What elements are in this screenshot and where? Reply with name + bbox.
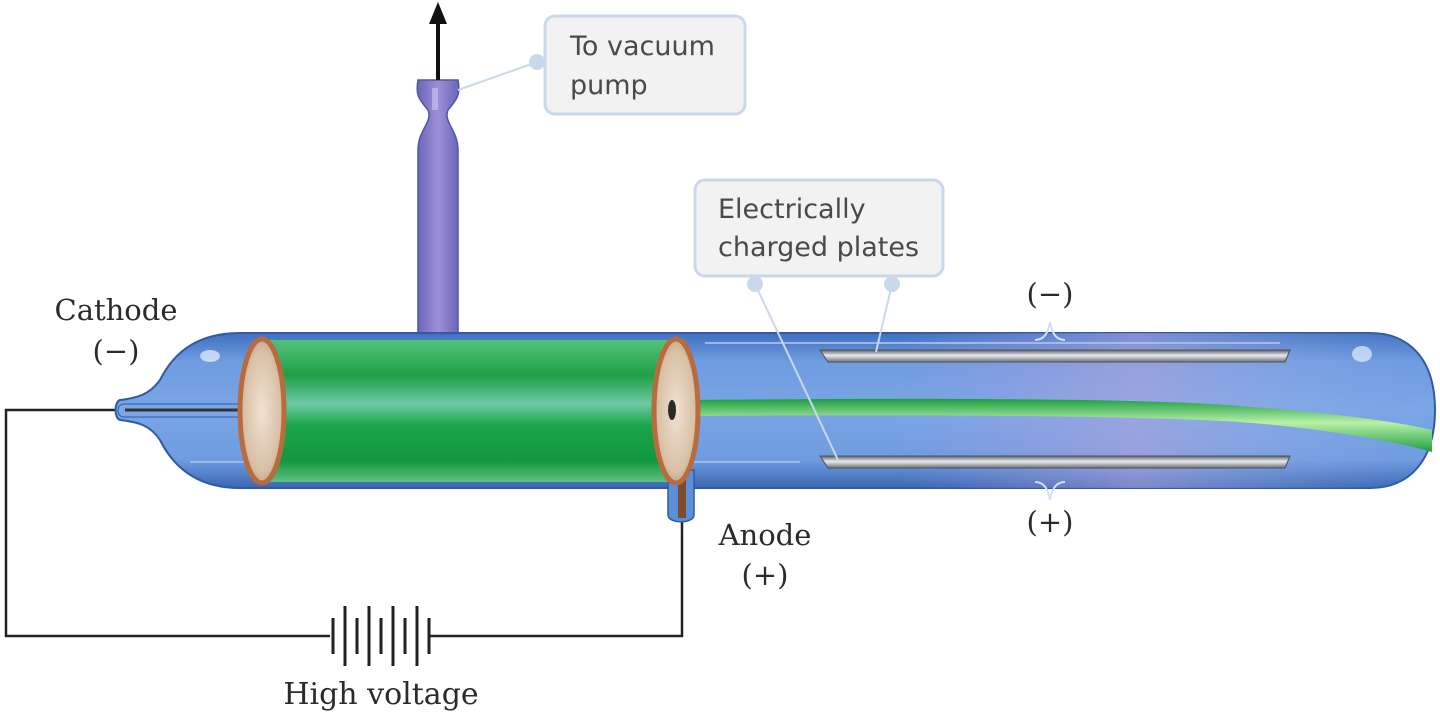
plate-connectors [1034, 321, 1066, 501]
top-plate [819, 349, 1291, 363]
electron-beam [690, 398, 1432, 452]
high-voltage-label: High voltage [283, 677, 478, 712]
top-plate-sign-label: (−) [1027, 277, 1074, 311]
cathode-label: Cathode [55, 293, 178, 327]
vacuum-pipe [416, 79, 460, 336]
battery-icon [331, 606, 431, 666]
plates-label-line2: charged plates [718, 232, 919, 263]
cathode-wire [117, 403, 248, 418]
anode-disc [651, 336, 701, 486]
plates-label-line1: Electrically [718, 194, 866, 225]
bottom-plate [819, 455, 1291, 469]
callout-charged-plates: Electrically charged plates [693, 178, 945, 461]
vacuum-label-line1: To vacuum [569, 31, 715, 62]
anode-sign-label: (+) [742, 558, 789, 592]
callout-vacuum-pump: To vacuum pump [457, 14, 747, 116]
electron-cylinder [237, 336, 678, 486]
bottom-plate-sign-label: (+) [1027, 505, 1074, 539]
arrow-up-icon [429, 2, 447, 80]
anode-label: Anode [718, 518, 812, 552]
deflection-plates [819, 349, 1291, 469]
vacuum-label-line2: pump [570, 70, 648, 101]
cathode-sign-label: (−) [93, 334, 140, 368]
